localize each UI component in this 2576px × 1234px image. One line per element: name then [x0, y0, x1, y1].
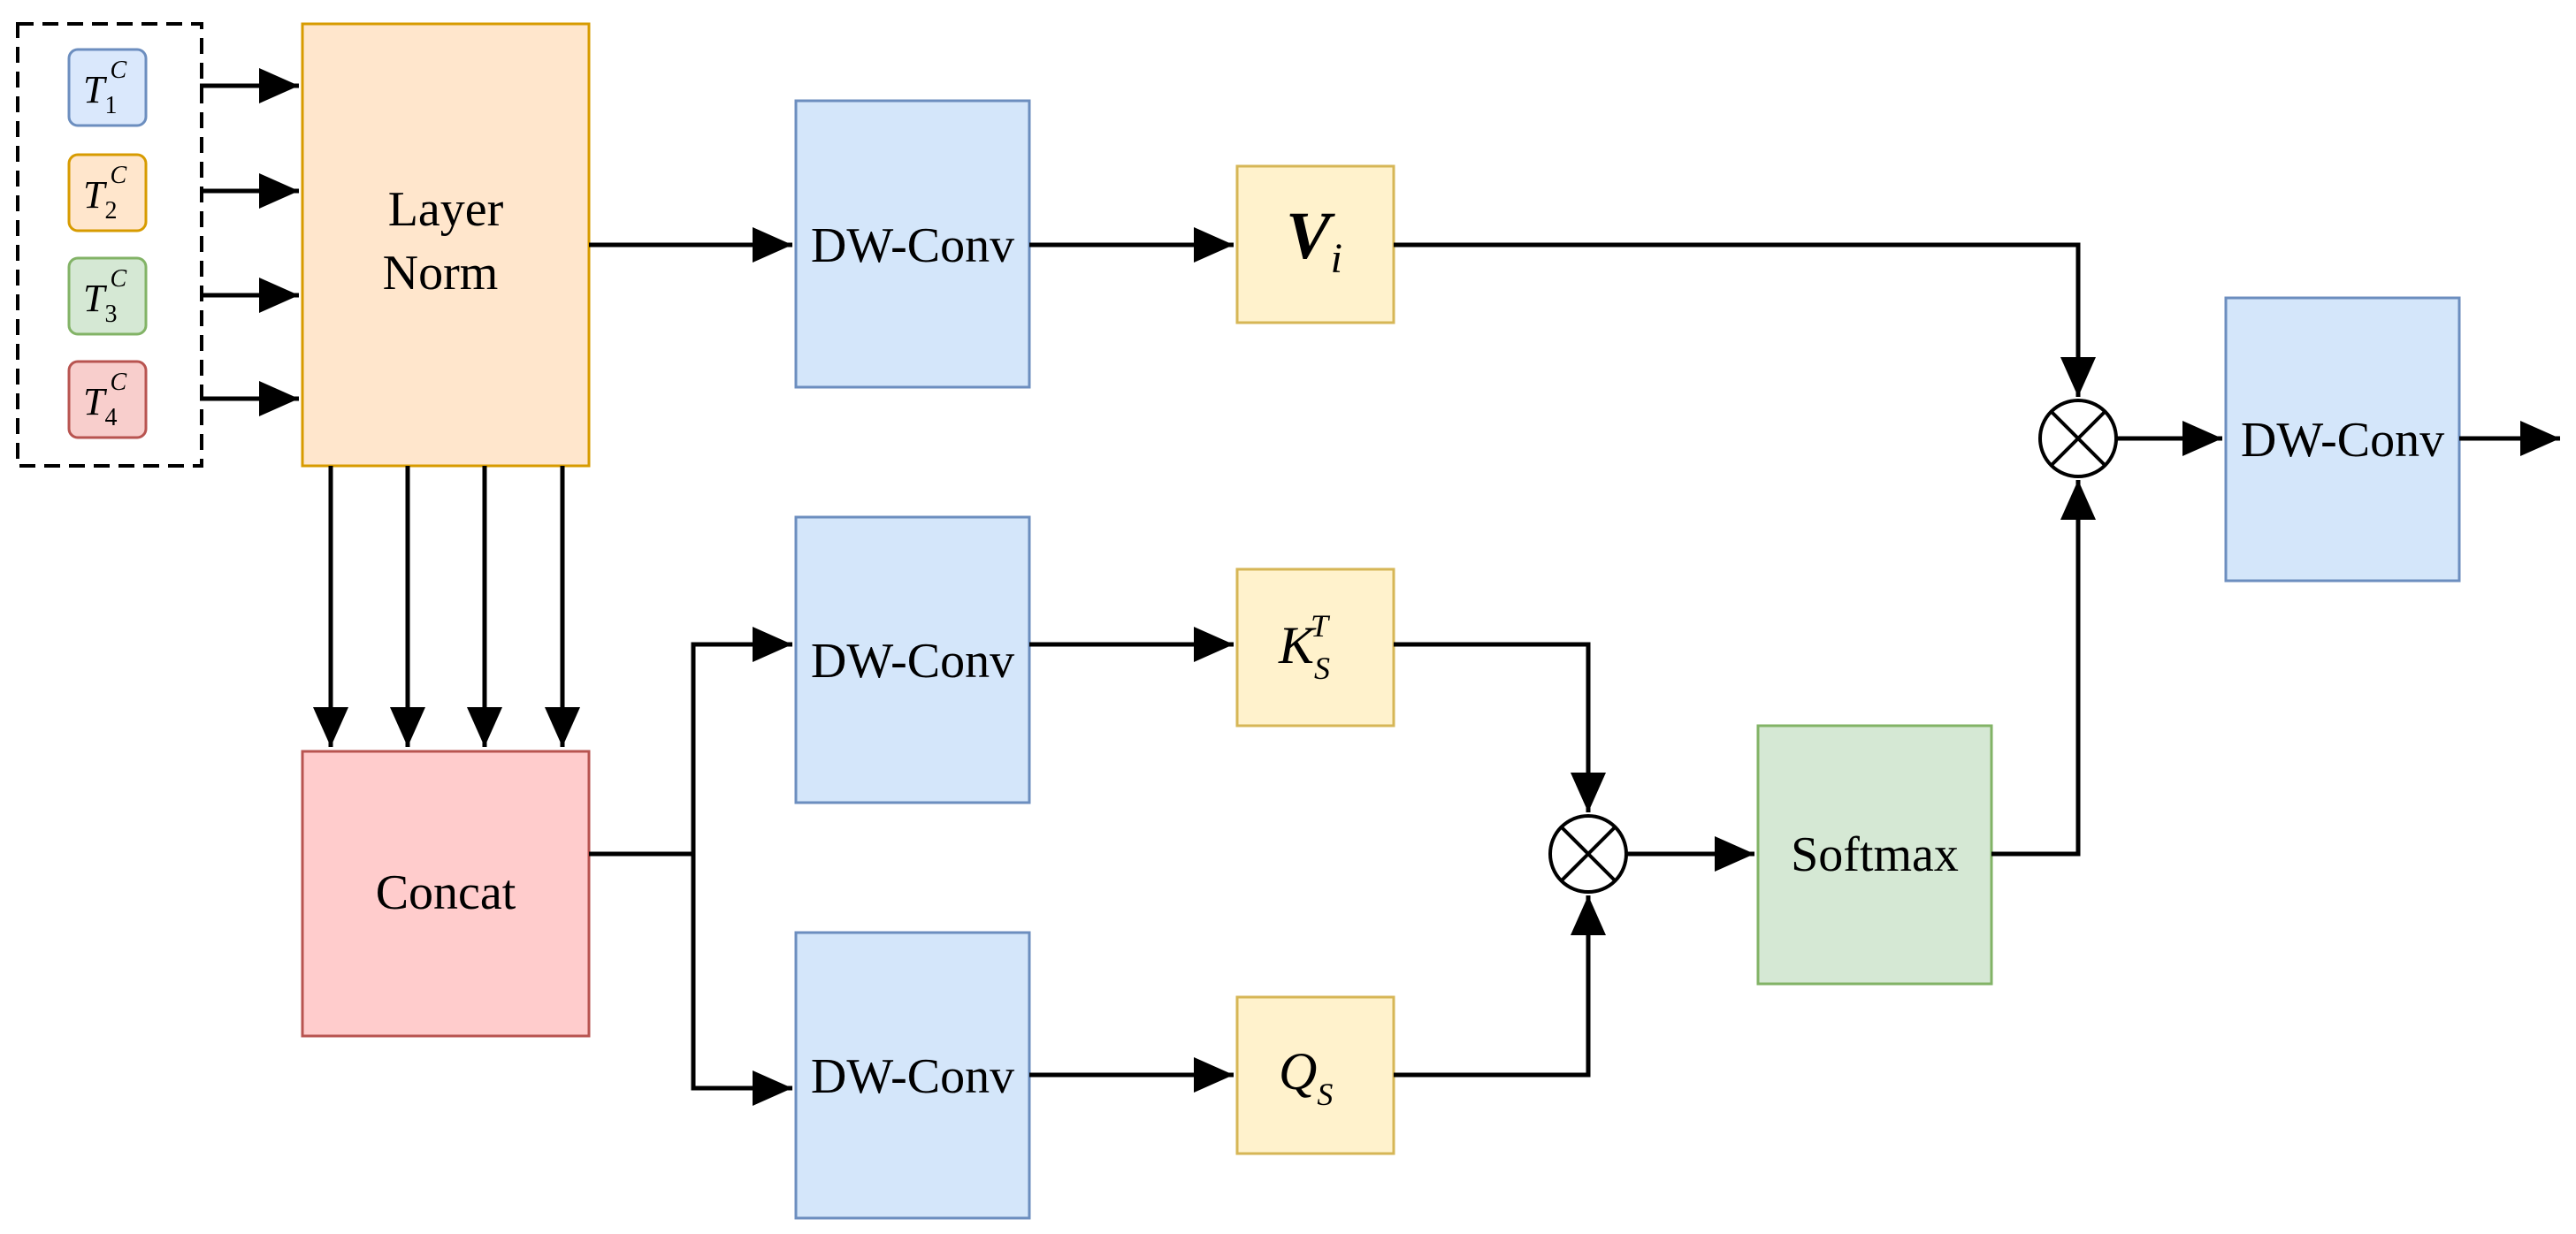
- k-block: KST: [1235, 567, 1395, 727]
- dw-conv-q-label: DW-Conv: [811, 1049, 1014, 1104]
- concat-to-dwconv-q-arrow: [691, 854, 792, 1106]
- svg-text:T4C: T4C: [83, 369, 126, 431]
- input-token-3: T3C: [67, 256, 148, 336]
- input-token-1: T1C: [67, 48, 148, 127]
- layer-norm-label-line1: Layer: [388, 182, 504, 237]
- dw-conv-v-label: DW-Conv: [811, 218, 1014, 273]
- softmax-to-multiply-arrow: [1991, 480, 2096, 857]
- svg-text:KST: KST: [1278, 608, 1331, 686]
- input-token-2: T2C: [67, 153, 148, 232]
- svg-text:Vi: Vi: [1286, 199, 1342, 282]
- multiply-node-kq: [1548, 814, 1628, 894]
- dw-conv-k-label: DW-Conv: [811, 634, 1014, 689]
- concat-to-dwconv-k-arrow: [589, 627, 792, 857]
- dw-conv-output-label: DW-Conv: [2241, 413, 2444, 468]
- svg-text:T2C: T2C: [83, 162, 126, 225]
- input-token-4: T4C: [67, 360, 148, 439]
- dw-conv-v-block: DW-Conv: [794, 99, 1031, 389]
- concat-block: Concat: [301, 750, 591, 1038]
- layer-norm-label-line2: Norm: [383, 246, 499, 301]
- dw-conv-k-block: DW-Conv: [794, 515, 1031, 804]
- q-block: QS: [1235, 995, 1395, 1155]
- dw-conv-q-block: DW-Conv: [794, 931, 1031, 1220]
- dw-conv-output-block: DW-Conv: [2224, 296, 2461, 583]
- concat-label: Concat: [376, 865, 516, 920]
- multiply-node-v: [2038, 399, 2118, 478]
- input-tokens-group: [16, 22, 203, 468]
- v-block: Vi: [1235, 164, 1395, 324]
- softmax-label: Softmax: [1791, 827, 1959, 882]
- layer-norm-block: Layer Norm: [301, 22, 591, 468]
- k-to-multiply-arrow: [1394, 642, 1606, 812]
- svg-text:T3C: T3C: [83, 265, 126, 328]
- v-to-multiply-arrow: [1394, 242, 2096, 397]
- svg-text:T1C: T1C: [83, 57, 126, 119]
- softmax-block: Softmax: [1756, 724, 1993, 986]
- q-to-multiply-arrow: [1394, 895, 1606, 1078]
- svg-text:QS: QS: [1279, 1042, 1333, 1112]
